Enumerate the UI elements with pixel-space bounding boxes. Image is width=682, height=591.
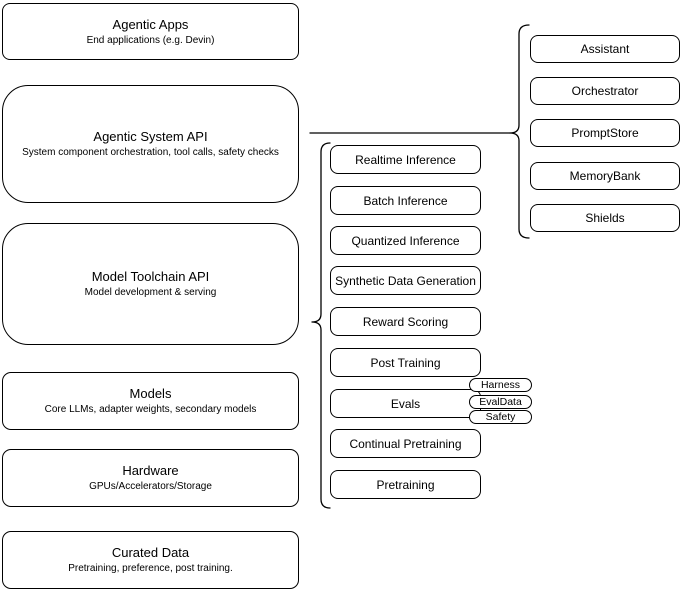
agentic-apps-title: Agentic Apps <box>112 16 189 32</box>
model-toolchain-api-subtitle: Model development & serving <box>84 287 217 298</box>
system-brace <box>509 24 530 239</box>
toolchain-brace <box>311 142 331 509</box>
agentic-system-api-subtitle: System component orchestration, tool cal… <box>22 147 279 158</box>
models-subtitle: Core LLMs, adapter weights, secondary mo… <box>44 404 257 415</box>
agentic-apps-subtitle: End applications (e.g. Devin) <box>86 34 215 46</box>
box-pretraining: Pretraining <box>330 470 481 499</box>
box-synthetic-data-generation: Synthetic Data Generation <box>330 266 481 295</box>
box-quantized-inference: Quantized Inference <box>330 226 481 255</box>
box-evals: Evals <box>330 389 481 418</box>
models-title: Models <box>129 386 172 401</box>
curated-data-title: Curated Data <box>111 545 190 560</box>
curated-data-subtitle: Pretraining, preference, post training. <box>68 563 233 574</box>
box-models: Models Core LLMs, adapter weights, secon… <box>2 372 299 430</box>
box-orchestrator: Orchestrator <box>530 77 680 105</box>
agentic-system-api-title: Agentic System API <box>93 129 208 144</box>
box-continual-pretraining: Continual Pretraining <box>330 429 481 458</box>
box-hardware: Hardware GPUs/Accelerators/Storage <box>2 449 299 507</box>
box-model-toolchain-api: Model Toolchain API Model development & … <box>2 223 299 345</box>
pill-harness: Harness <box>469 378 532 392</box>
box-batch-inference: Batch Inference <box>330 186 481 215</box>
pill-safety: Safety <box>469 410 532 424</box>
box-promptstore: PromptStore <box>530 119 680 147</box>
model-toolchain-api-title: Model Toolchain API <box>91 269 210 284</box>
box-reward-scoring: Reward Scoring <box>330 307 481 336</box>
box-realtime-inference: Realtime Inference <box>330 145 481 174</box>
hardware-subtitle: GPUs/Accelerators/Storage <box>89 481 212 492</box>
box-curated-data: Curated Data Pretraining, preference, po… <box>2 531 299 589</box>
box-assistant: Assistant <box>530 35 680 63</box>
pill-evaldata: EvalData <box>469 395 532 409</box>
box-shields: Shields <box>530 204 680 232</box>
box-post-training: Post Training <box>330 348 481 377</box>
box-memorybank: MemoryBank <box>530 162 680 190</box>
box-agentic-system-api: Agentic System API System component orch… <box>2 85 299 203</box>
box-agentic-apps: Agentic Apps End applications (e.g. Devi… <box>2 3 299 60</box>
hardware-title: Hardware <box>122 463 179 478</box>
